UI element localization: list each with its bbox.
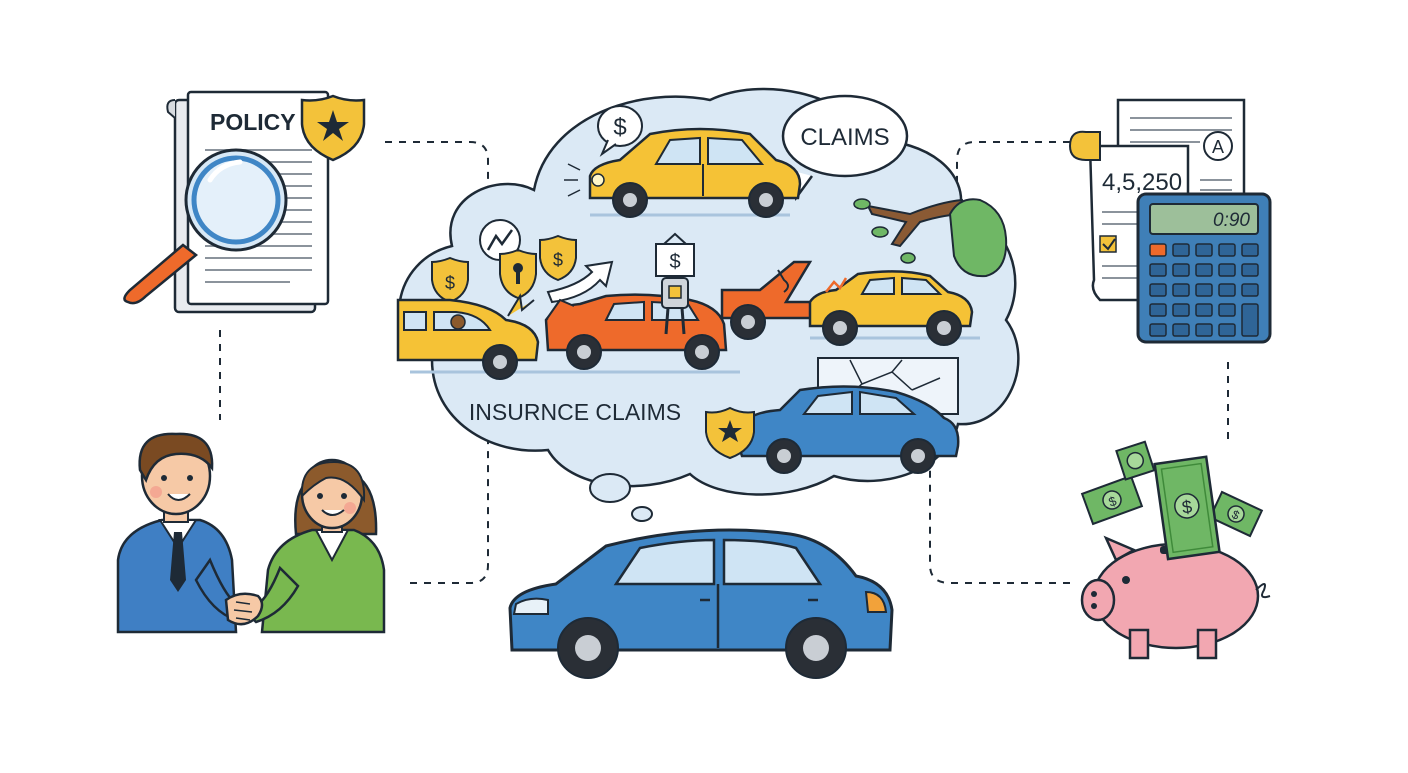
cloud-caption: INSURNCE CLAIMS bbox=[469, 399, 681, 425]
handshake-people bbox=[116, 432, 386, 634]
dollar-bubble-icon: $ bbox=[597, 105, 643, 157]
money-bill-icon: $ bbox=[1208, 490, 1264, 538]
male-agent bbox=[116, 432, 249, 634]
arrow-icon bbox=[546, 260, 614, 304]
piggy-bank-icon bbox=[1080, 535, 1271, 660]
calculator-icon: 0:90 bbox=[1136, 192, 1272, 344]
stamp-icon: A bbox=[1203, 131, 1233, 161]
money-bill-icon: $ bbox=[1153, 455, 1221, 561]
piggy-bank-savings: $ $ bbox=[1080, 440, 1271, 660]
policy-title: POLICY bbox=[210, 109, 296, 135]
yellow-car-damaged bbox=[396, 293, 540, 380]
shield-star-icon bbox=[300, 94, 366, 162]
main-blue-car bbox=[508, 528, 894, 679]
svg-text:$: $ bbox=[1181, 496, 1194, 517]
invoice-amount: 4,5,250 bbox=[1102, 169, 1182, 196]
checkbox-icon bbox=[1099, 235, 1117, 253]
invoice-and-calculator: A 4,5,250 0:90 bbox=[1068, 98, 1272, 344]
calculator-display: 0:90 bbox=[1213, 210, 1250, 231]
connector-lines bbox=[219, 141, 1229, 584]
handshake-hands bbox=[224, 592, 264, 626]
tow-hook-icon bbox=[777, 269, 789, 293]
shield-star-icon bbox=[705, 406, 755, 460]
svg-text:A: A bbox=[1212, 137, 1224, 157]
yellow-car-right bbox=[808, 270, 974, 346]
thought-cloud: $ CLAIMS $ bbox=[396, 87, 1020, 522]
claims-speech-bubble: CLAIMS bbox=[781, 94, 909, 201]
svg-text:$: $ bbox=[445, 273, 455, 293]
female-agent bbox=[243, 458, 386, 634]
adjuster-figure: $ bbox=[655, 232, 695, 335]
svg-text:$: $ bbox=[553, 250, 563, 270]
blue-car-broken-glass bbox=[738, 357, 960, 474]
magnifier-icon bbox=[123, 148, 288, 305]
claims-label: CLAIMS bbox=[800, 124, 889, 151]
money-bill-icon bbox=[1115, 440, 1156, 481]
policy-document: POLICY bbox=[123, 90, 366, 314]
money-bill-icon: $ bbox=[1080, 474, 1144, 526]
svg-text:$: $ bbox=[669, 251, 680, 273]
shield-dollar-icon: $ bbox=[539, 234, 577, 282]
yellow-car-top bbox=[564, 127, 802, 218]
tree-branch-icon bbox=[853, 198, 1008, 278]
svg-text:$: $ bbox=[613, 114, 626, 141]
